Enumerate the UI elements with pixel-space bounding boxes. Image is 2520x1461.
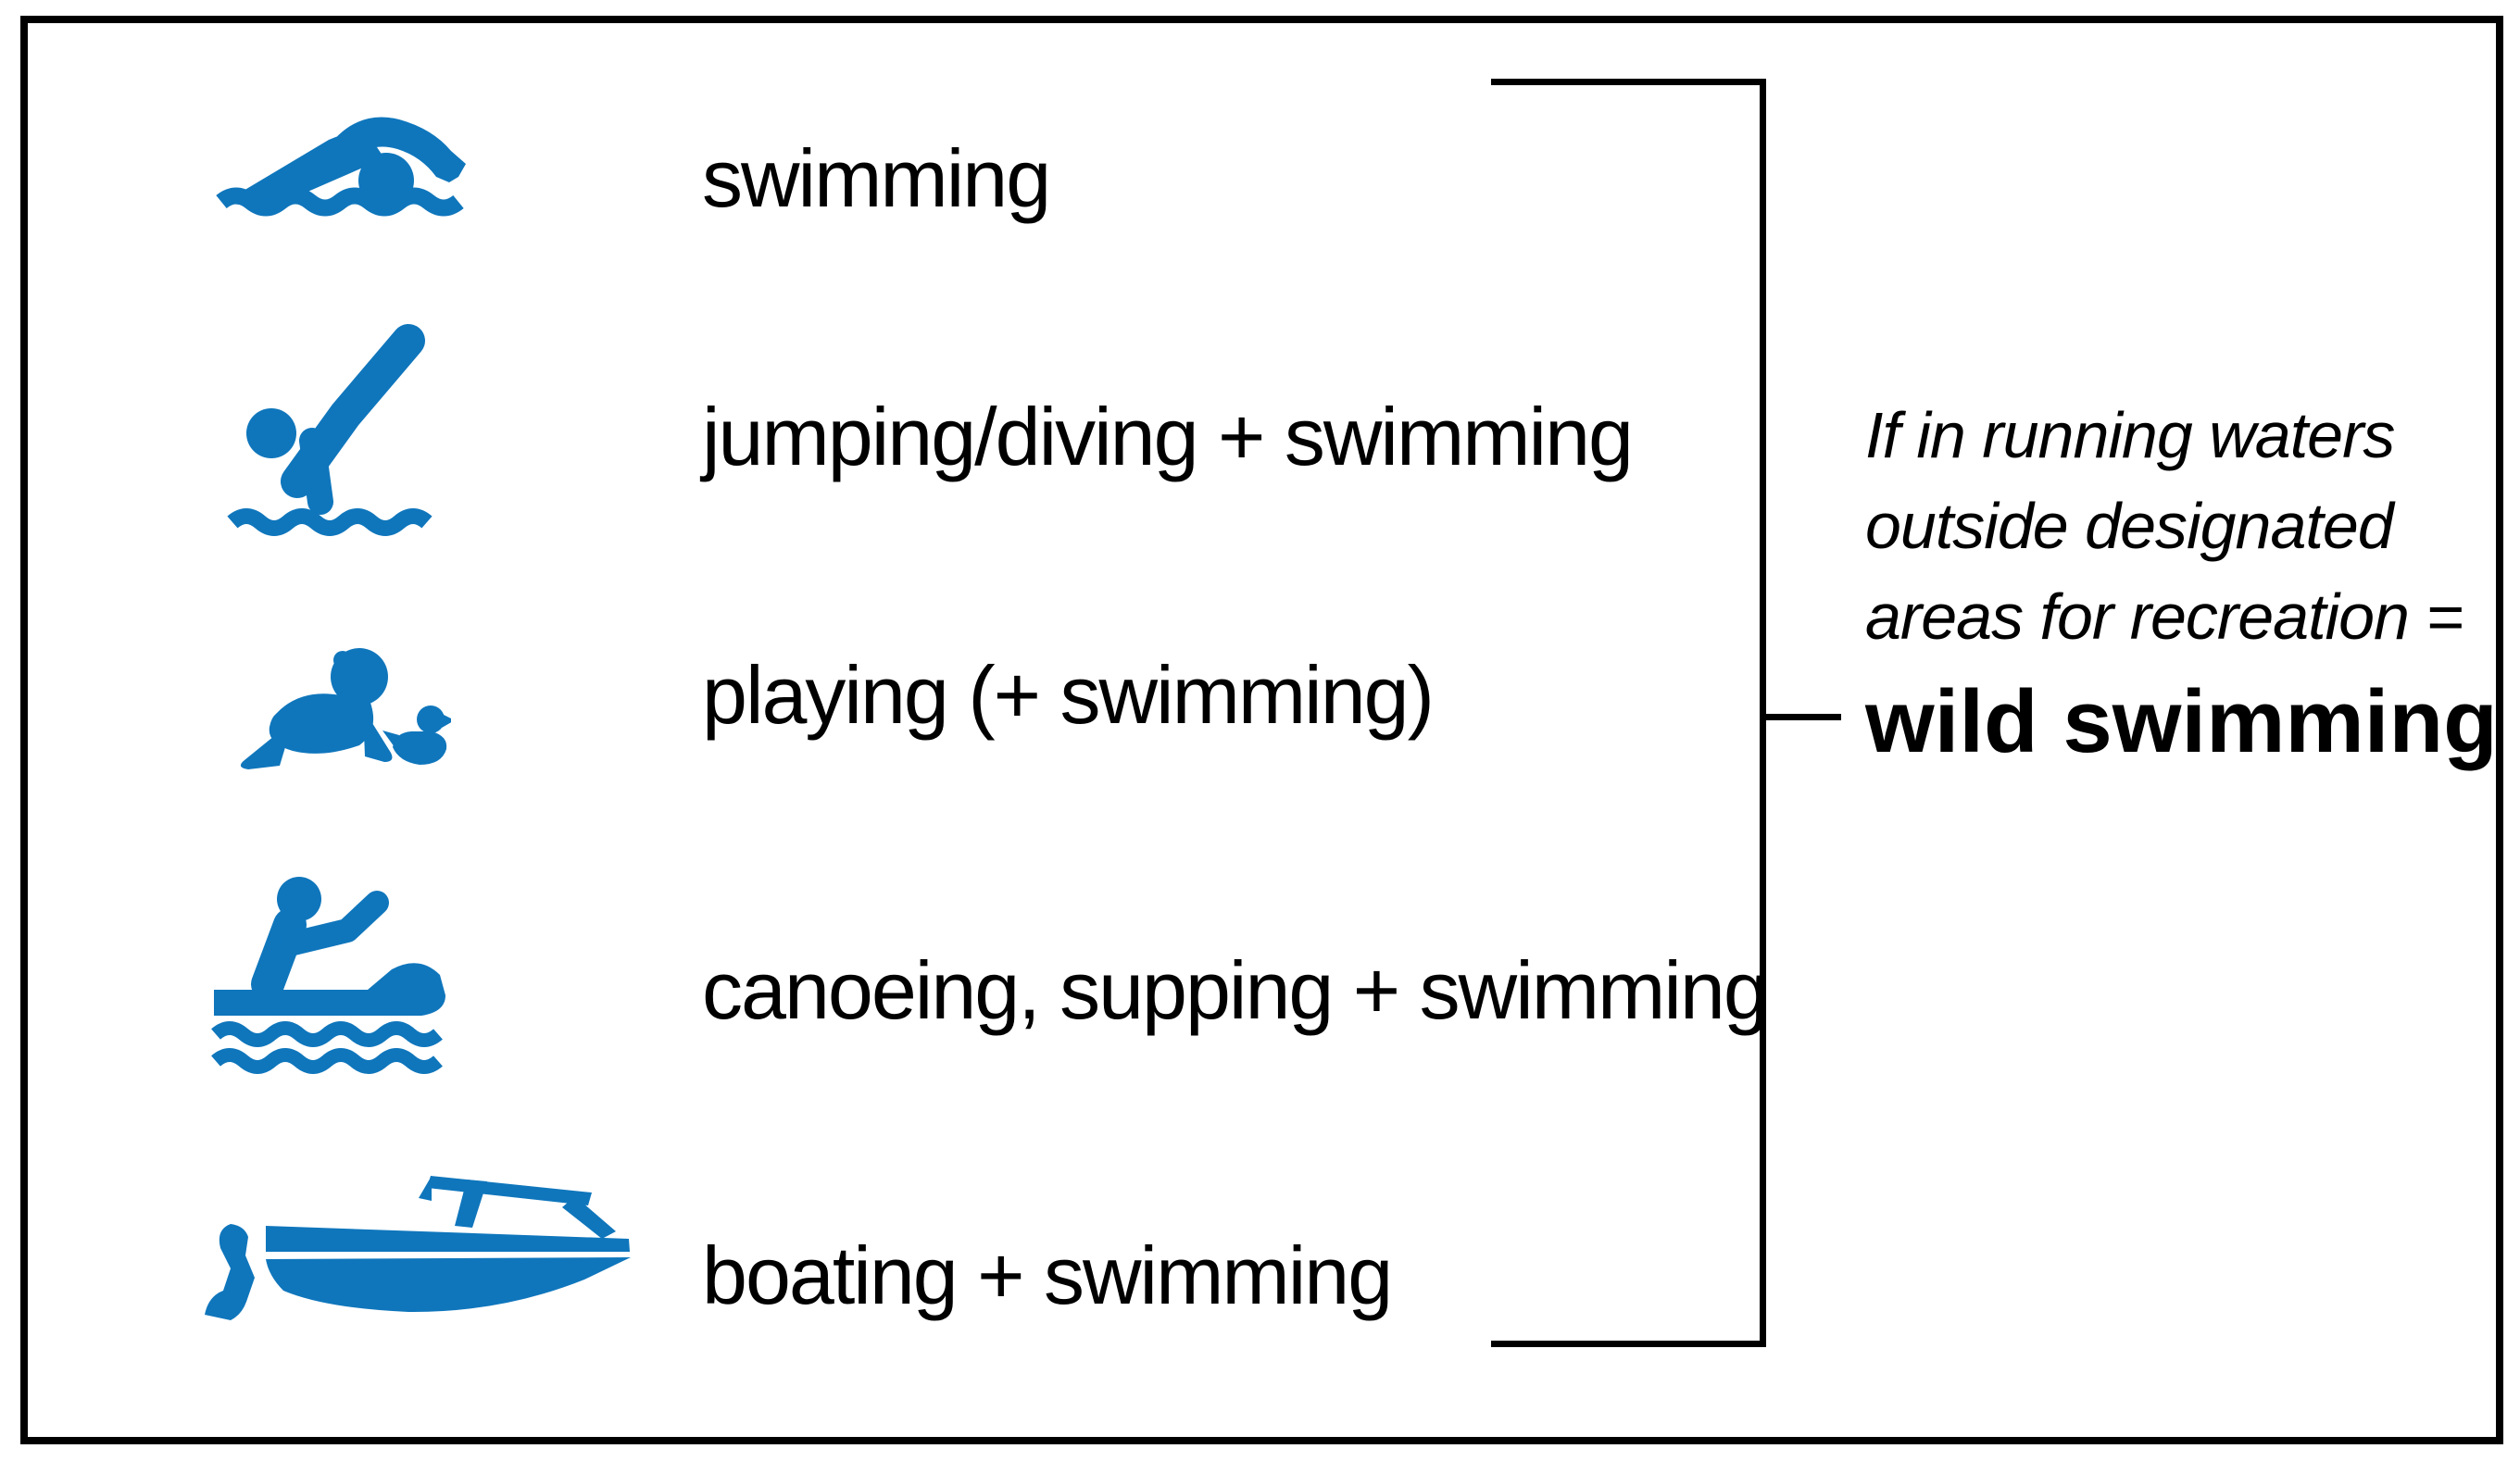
row-label-swimming: swimming — [702, 132, 1051, 224]
swimmer-icon — [216, 117, 466, 217]
motorboat-icon — [205, 1176, 631, 1320]
condition-text: If in running waters outside designated … — [1865, 390, 2464, 662]
row-label-boating: boating + swimming — [702, 1230, 1393, 1321]
canoeist-icon — [211, 877, 445, 1074]
diver-icon — [227, 324, 433, 536]
condition-line-1: If in running waters — [1865, 399, 2395, 471]
bracket-middle-tick — [1766, 714, 1841, 720]
bracket-top-arm — [1491, 79, 1766, 85]
row-label-canoeing: canoeing, supping + swimming — [702, 944, 1769, 1036]
condition-line-3: areas for recreation = — [1865, 581, 2464, 653]
row-label-playing: playing (+ swimming) — [702, 649, 1435, 741]
result-text: wild swimming — [1865, 672, 2498, 771]
condition-line-2: outside designated — [1865, 490, 2394, 562]
row-label-jumping-diving: jumping/diving + swimming — [702, 391, 1634, 482]
bracket-bottom-arm — [1491, 1341, 1766, 1347]
bracket-vertical-line — [1760, 79, 1766, 1347]
crawling-baby-duck-icon — [240, 648, 451, 769]
